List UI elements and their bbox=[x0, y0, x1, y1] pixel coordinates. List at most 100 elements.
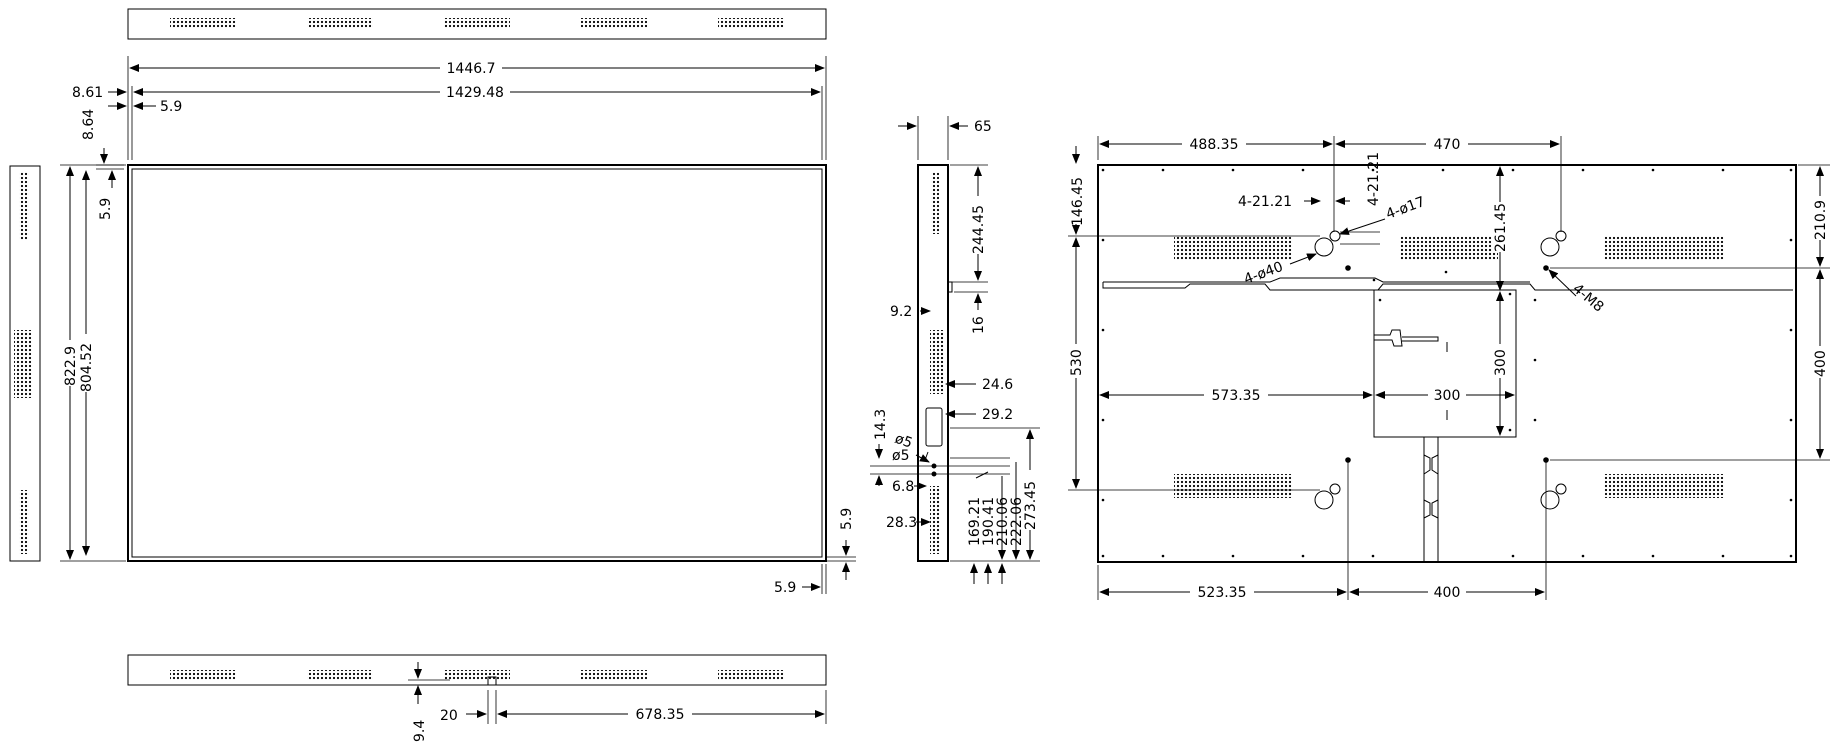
dim-label: 4-M8 bbox=[1569, 281, 1606, 316]
dim-label: 4-ø40 bbox=[1242, 259, 1285, 288]
keyhole-mount bbox=[1540, 483, 1567, 510]
dim-label: 16 bbox=[971, 316, 987, 334]
dim-65: 65 bbox=[898, 116, 992, 160]
dim-label: 488.35 bbox=[1190, 137, 1239, 153]
dim-label: 261.45 bbox=[1493, 203, 1509, 252]
dim-label: 5.9 bbox=[774, 580, 796, 596]
left-side-view bbox=[9, 165, 41, 562]
dim-label: 4-ø17 bbox=[1384, 194, 1427, 223]
dim-14-3: 14.3 bbox=[873, 409, 889, 459]
top-vent-1 bbox=[170, 18, 236, 28]
vesa-hole bbox=[1345, 457, 1351, 463]
dim-label: 1446.7 bbox=[447, 61, 496, 77]
dim-523-400: 523.35 400 bbox=[1097, 462, 1547, 601]
dim-label: 4-21.21 bbox=[1366, 152, 1382, 206]
dim-label: 8.64 bbox=[81, 109, 97, 140]
dim-label: 678.35 bbox=[636, 707, 685, 723]
front-outer-frame bbox=[127, 164, 827, 562]
dim-400-v: 400 bbox=[1550, 269, 1830, 461]
dim-5-9-top: 5.9 bbox=[108, 99, 182, 115]
dim-label: ø5 bbox=[892, 448, 909, 464]
dim-label: 6.8 bbox=[892, 479, 914, 495]
dim-261: 261.45 bbox=[1492, 166, 1509, 291]
dim-label: 273.45 bbox=[1023, 481, 1039, 530]
dim-4-21-21: 4-21.21 4-21.21 bbox=[1238, 152, 1382, 245]
border-screws bbox=[1101, 168, 1793, 558]
dim-1446: 1446.7 bbox=[127, 56, 827, 160]
keyhole-mount bbox=[1314, 230, 1341, 257]
dim-5-9-bottom: 5.9 bbox=[774, 564, 827, 596]
side-profile-view bbox=[917, 164, 953, 562]
dim-573-300: 573.35 300 bbox=[1099, 387, 1515, 404]
dim-300-v: 300 bbox=[1492, 291, 1509, 436]
dim-8-64: 8.64 bbox=[81, 109, 124, 166]
dim-label: 1429.48 bbox=[446, 85, 504, 101]
dim-label: 210.06 bbox=[995, 497, 1011, 546]
bottom-view bbox=[127, 654, 827, 686]
dim-5-9-right: 5.9 bbox=[826, 508, 856, 580]
dim-20-678: 20 678.35 bbox=[440, 690, 827, 724]
dim-m8: 4-M8 bbox=[1548, 269, 1606, 316]
dim-label: 20 bbox=[440, 708, 458, 724]
dim-6-8: 6.8 bbox=[875, 475, 927, 495]
dim-16: 16 bbox=[954, 291, 988, 334]
dim-label: 5.9 bbox=[160, 99, 182, 115]
dim-label: 470 bbox=[1434, 137, 1461, 153]
dim-label: 14.3 bbox=[873, 409, 889, 440]
dim-8-61: 8.61 bbox=[72, 85, 127, 101]
keyhole-mount bbox=[1540, 230, 1567, 257]
top-vent-2 bbox=[307, 18, 373, 28]
dim-28-3: 28.3 bbox=[886, 515, 931, 531]
rear-outline bbox=[1097, 164, 1797, 563]
dim-label: 5.9 bbox=[839, 508, 855, 530]
dim-label: 822.9 bbox=[63, 346, 79, 386]
top-vent-3 bbox=[444, 18, 510, 28]
dim-5-9-front: 5.9 bbox=[96, 168, 124, 220]
dim-29-2: 29.2 bbox=[945, 407, 1013, 423]
dim-phi5: ø5 ø5 bbox=[870, 431, 1010, 475]
dim-822: 822.9 bbox=[60, 164, 126, 562]
dim-label: 8.61 bbox=[72, 85, 103, 101]
dim-label: 400 bbox=[1813, 350, 1829, 377]
dim-488-470: 488.35 470 bbox=[1097, 136, 1562, 232]
dim-530: 530 bbox=[1068, 237, 1320, 491]
dim-label: 9.2 bbox=[890, 304, 912, 320]
dim-bottom-stack: 273.45 222.06 210.06 190.41 169.21 bbox=[950, 427, 1040, 584]
dim-1429: 1429.48 bbox=[131, 84, 823, 160]
top-view bbox=[127, 8, 827, 40]
front-panel bbox=[131, 168, 823, 558]
dim-label: 300 bbox=[1493, 349, 1509, 376]
rear-view bbox=[1097, 164, 1797, 563]
dim-label: 244.45 bbox=[971, 205, 987, 254]
top-view-outline bbox=[127, 8, 827, 40]
dim-label: 4-21.21 bbox=[1238, 194, 1292, 210]
vesa-hole bbox=[1543, 457, 1549, 463]
dim-24-6: 24.6 bbox=[945, 377, 1013, 393]
vesa-hole bbox=[1543, 265, 1549, 271]
dim-146: 146.45 bbox=[1068, 146, 1320, 237]
dim-label: 530 bbox=[1069, 349, 1085, 376]
dim-label: 400 bbox=[1434, 585, 1461, 601]
dim-label: 573.35 bbox=[1212, 388, 1261, 404]
dim-label: 24.6 bbox=[982, 377, 1013, 393]
dim-label: 28.3 bbox=[886, 515, 917, 531]
dim-label: 29.2 bbox=[982, 407, 1013, 423]
dim-label: 210.9 bbox=[1813, 200, 1829, 240]
dim-9-4: 9.4 bbox=[408, 662, 450, 742]
top-vent-4 bbox=[581, 18, 647, 28]
front-view bbox=[127, 164, 827, 562]
dim-244: 244.45 bbox=[950, 164, 988, 283]
dim-label: ø5 bbox=[893, 431, 915, 452]
vesa-hole bbox=[1345, 265, 1351, 271]
dim-label: 9.4 bbox=[412, 720, 428, 742]
dim-label: 65 bbox=[974, 119, 992, 135]
dim-label: 146.45 bbox=[1070, 177, 1086, 226]
dim-label: 169.21 bbox=[967, 497, 983, 546]
dim-label: 190.41 bbox=[981, 497, 997, 546]
keyhole-mount bbox=[1314, 483, 1341, 510]
dim-804: 804.52 bbox=[78, 170, 95, 556]
dim-label: 523.35 bbox=[1198, 585, 1247, 601]
top-vent-5 bbox=[718, 18, 784, 28]
dim-label: 5.9 bbox=[98, 198, 114, 220]
